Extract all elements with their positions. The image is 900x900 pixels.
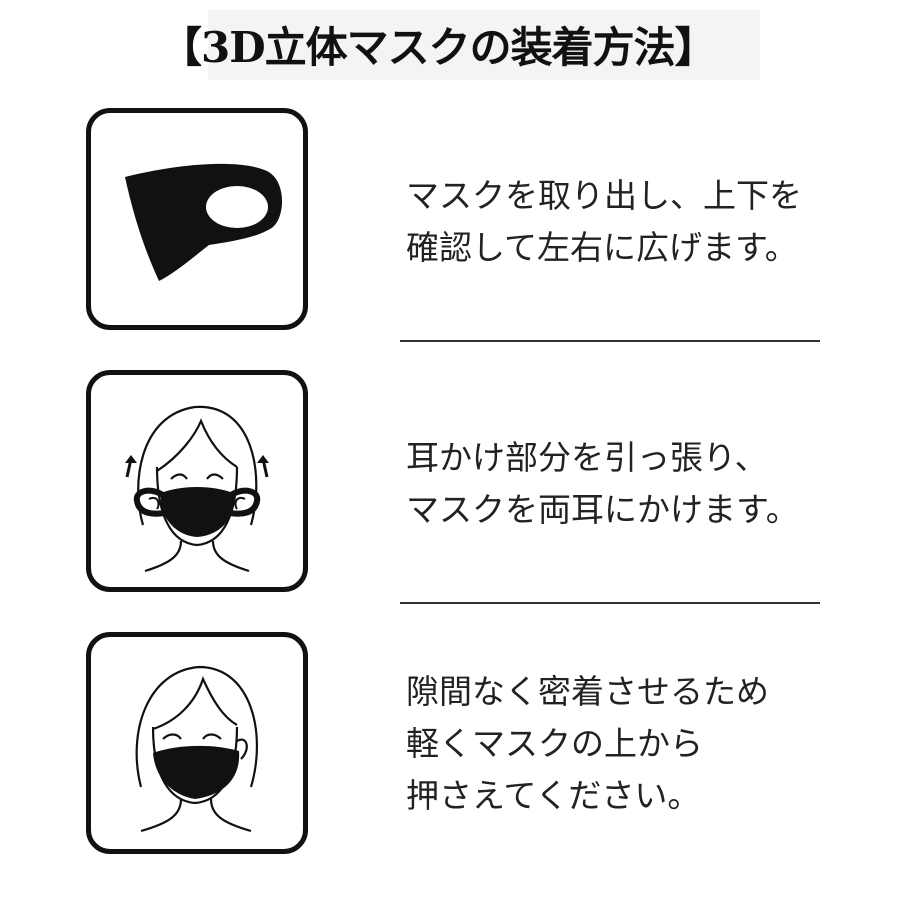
- step-3-illustration: [86, 632, 308, 854]
- step-1-illustration: [86, 108, 308, 330]
- page-title: 【3D立体マスクの装着方法】: [160, 23, 717, 72]
- step-2-text: 耳かけ部分を引っ張り、 マスクを両耳にかけます。: [406, 432, 866, 536]
- step-3-line-3: 押さえてください。: [406, 776, 701, 815]
- step-2-line-2: マスクを両耳にかけます。: [406, 490, 799, 529]
- title-background: [208, 10, 760, 80]
- step-3-text: 隙間なく密着させるため 軽くマスクの上から 押さえてください。: [406, 666, 866, 822]
- person-pulling-ear-loops-icon: [125, 405, 269, 573]
- step-2-illustration: [86, 370, 308, 592]
- step-1-text: マスクを取り出し、上下を 確認して左右に広げます。: [406, 170, 866, 274]
- person-wearing-mask-icon: [135, 665, 258, 833]
- divider: [400, 340, 820, 342]
- mask-icon: [125, 163, 283, 281]
- step-1-line-2: 確認して左右に広げます。: [406, 228, 798, 267]
- step-2-line-1: 耳かけ部分を引っ張り、: [406, 438, 768, 477]
- divider: [400, 602, 820, 604]
- step-3-line-2: 軽くマスクの上から: [406, 724, 703, 763]
- step-1-line-1: マスクを取り出し、上下を: [406, 176, 802, 215]
- step-3-line-1: 隙間なく密着させるため: [406, 672, 769, 711]
